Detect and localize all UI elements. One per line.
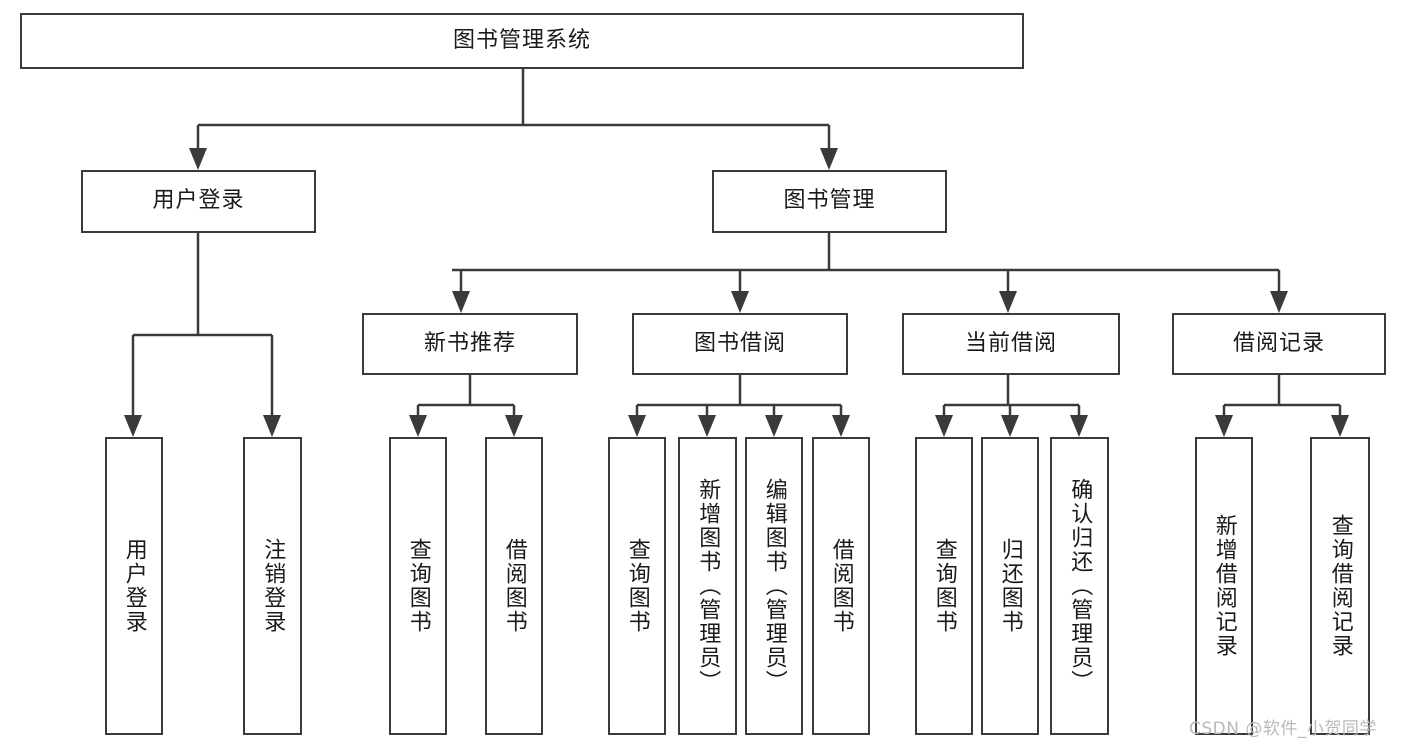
node-label: 借阅记录 [1232, 330, 1325, 356]
node-leaf-query-borrow-record: 查询借阅记录 [1310, 437, 1370, 735]
node-label: 借阅图书 [501, 538, 527, 634]
node-leaf-query-books-recommend: 查询图书 [389, 437, 447, 735]
edge-bm-to-record [1270, 270, 1288, 313]
node-leaf-add-book-admin: 新增图书（管理员） [678, 437, 737, 735]
edge-current-c1 [935, 405, 953, 437]
node-label: 注销登录 [260, 538, 286, 634]
node-label: 用户登录 [152, 188, 245, 214]
node-label: 当前借阅 [964, 330, 1057, 356]
node-label: 新增借阅记录 [1211, 514, 1237, 658]
node-label: 图书借阅 [693, 330, 786, 356]
node-book-management: 图书管理 [712, 170, 947, 233]
node-book-management-system: 图书管理系统 [20, 13, 1024, 69]
edge-current-c3 [1070, 405, 1088, 437]
edge-borrow-c3 [765, 405, 783, 437]
node-book-borrow: 图书借阅 [632, 313, 848, 375]
node-label: 查询图书 [931, 538, 957, 634]
node-label: 查询图书 [624, 538, 650, 634]
node-current-borrow: 当前借阅 [902, 313, 1120, 375]
node-label: 归还图书 [997, 538, 1023, 634]
edge-root-to-login [189, 125, 207, 170]
edge-borrow-c2 [698, 405, 716, 437]
node-label: 新书推荐 [423, 330, 516, 356]
node-label: 编辑图书（管理员） [761, 478, 787, 694]
node-label: 查询图书 [405, 538, 431, 634]
edge-recommend-c1 [409, 405, 427, 437]
edge-record-c2 [1331, 405, 1349, 437]
edge-bm-to-recommend [452, 270, 470, 313]
node-leaf-logout-login: 注销登录 [243, 437, 302, 735]
edge-bm-to-current [999, 270, 1017, 313]
node-leaf-edit-book-admin: 编辑图书（管理员） [745, 437, 803, 735]
edge-current-c2 [1001, 405, 1019, 437]
node-label: 图书管理系统 [452, 27, 591, 53]
node-leaf-return-books: 归还图书 [981, 437, 1039, 735]
edge-login-c1 [124, 335, 142, 437]
node-leaf-user-login: 用户登录 [105, 437, 163, 735]
node-label: 图书管理 [783, 188, 876, 214]
edge-borrow-c4 [832, 405, 850, 437]
node-user-login: 用户登录 [81, 170, 316, 233]
node-label: 查询借阅记录 [1327, 514, 1353, 658]
node-leaf-borrow-books-recommend: 借阅图书 [485, 437, 543, 735]
watermark: CSDN @软件_小贺同学 [1189, 719, 1377, 739]
node-label: 新增图书（管理员） [695, 478, 721, 694]
node-label: 确认归还（管理员） [1067, 478, 1093, 694]
edge-login-c2 [263, 335, 281, 437]
edge-bm-to-borrow [731, 270, 749, 313]
node-new-book-recommend: 新书推荐 [362, 313, 578, 375]
edge-root-to-bookmgmt [820, 125, 838, 170]
edge-record-c1 [1215, 405, 1233, 437]
node-label: 借阅图书 [828, 538, 854, 634]
node-leaf-confirm-return-admin: 确认归还（管理员） [1050, 437, 1109, 735]
node-borrow-record: 借阅记录 [1172, 313, 1386, 375]
edge-recommend-c2 [505, 405, 523, 437]
node-leaf-borrow-books: 借阅图书 [812, 437, 870, 735]
node-leaf-query-books-current: 查询图书 [915, 437, 973, 735]
node-leaf-query-books-borrow: 查询图书 [608, 437, 666, 735]
node-leaf-add-borrow-record: 新增借阅记录 [1195, 437, 1253, 735]
node-label: 用户登录 [121, 538, 147, 634]
edge-borrow-c1 [628, 405, 646, 437]
